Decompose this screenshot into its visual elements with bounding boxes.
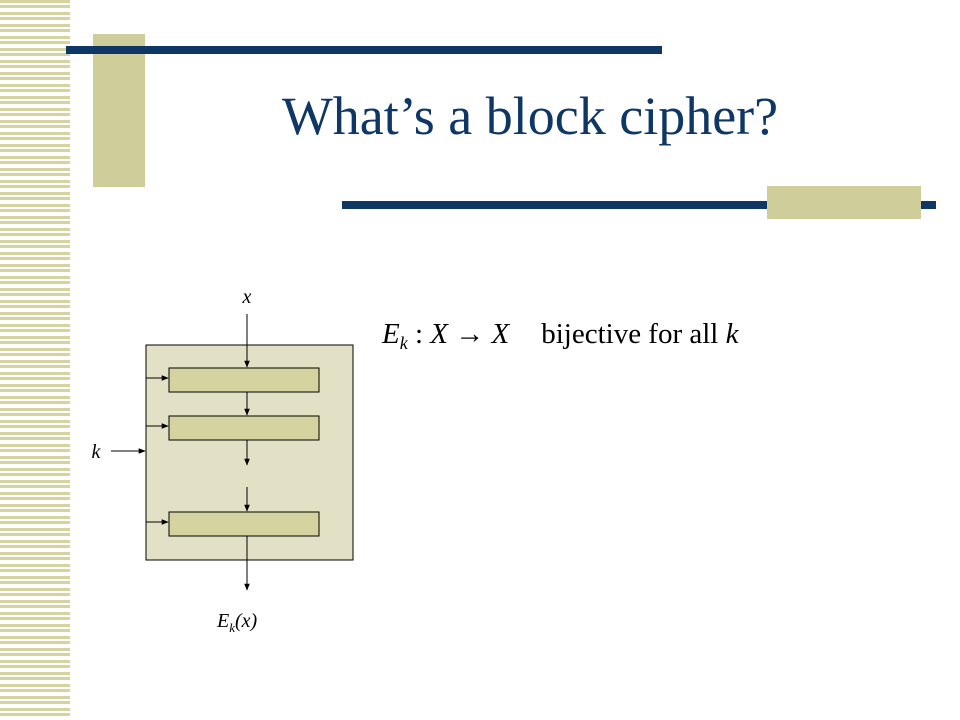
decorative-block-top [93,34,145,187]
input-label: x [242,286,252,308]
output-label-sub: k [229,620,235,635]
formula-var: k [725,318,739,350]
formula-codomain: X [491,318,510,350]
decorative-line-top [66,46,662,54]
output-label: Ek(x) [216,610,258,635]
output-label-arg: (x) [235,610,258,632]
output-label-main: E [216,610,229,632]
round-box-1 [168,367,320,393]
formula-e: E [382,318,400,350]
formula-text: bijective for all [541,318,726,350]
decorative-stripe-bar [0,0,70,720]
formula-arrow: → [448,318,492,350]
slide-title: What’s a block cipher? [281,86,779,146]
decorative-block-bottom [767,186,921,219]
key-label: k [92,441,102,463]
formula-colon: : [407,318,431,350]
decorative-line-bottom [342,201,936,209]
round-box-2 [168,415,320,441]
formula-e-sub: k [399,333,408,353]
round-box-3 [168,511,320,537]
formula-domain: X [430,318,448,350]
